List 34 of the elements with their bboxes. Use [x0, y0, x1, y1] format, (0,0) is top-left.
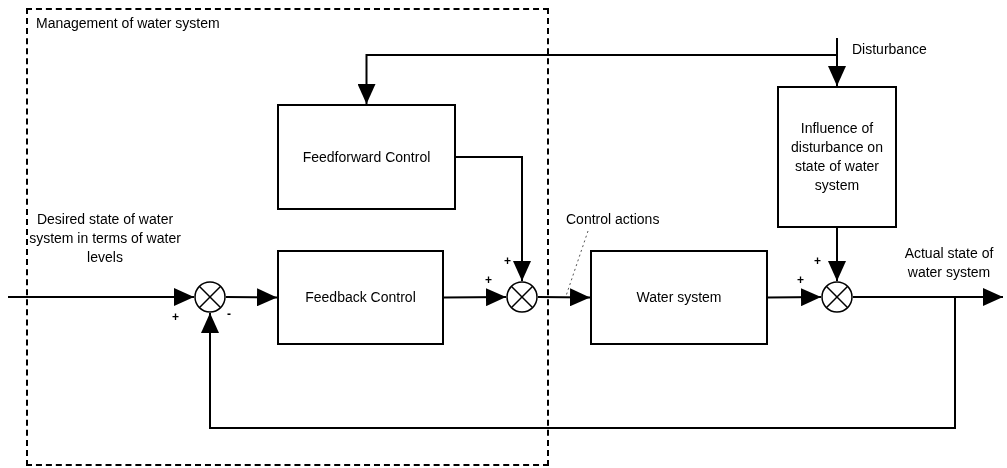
block-label: Water system: [636, 288, 722, 307]
sign-label: +: [485, 274, 493, 286]
signal-arrow: [7, 288, 195, 306]
signal-arrow: [767, 288, 822, 307]
group-title: Management of water system: [36, 15, 220, 31]
signal-arrow: [828, 227, 846, 282]
block-label: Feedforward Control: [302, 147, 431, 167]
dashed-group-frame: [26, 8, 549, 466]
signal-arrow: [537, 288, 591, 307]
leader-line: [565, 230, 589, 297]
process-block: [777, 86, 897, 228]
sign-label: +: [797, 274, 805, 286]
process-block: [277, 250, 444, 345]
sign-label: +: [504, 255, 512, 267]
summing-junction: [821, 281, 853, 313]
signal-label: Actual state of water system: [903, 244, 995, 282]
block-label: Feedback Control: [305, 288, 416, 307]
sign-label: +: [172, 311, 180, 323]
signal-label: Disturbance: [852, 40, 928, 59]
signal-arrow: [201, 296, 956, 429]
signal-arrow: [225, 288, 278, 307]
sign-label: +: [814, 255, 822, 267]
signal-arrow: [828, 37, 846, 87]
process-block: [277, 104, 456, 210]
signal-arrow: [357, 54, 838, 105]
signal-arrow: [455, 156, 531, 282]
summing-junction: [506, 281, 538, 313]
annotation-text: Control actions: [566, 211, 660, 227]
block-label: Influence of disturbance on state of water system: [790, 119, 884, 195]
sign-label: -: [227, 308, 232, 320]
signal-label: Desired state of water system in terms of water levels: [28, 210, 182, 267]
process-block: [590, 250, 768, 345]
signal-arrow: [443, 288, 507, 307]
summing-junction: [194, 281, 226, 313]
